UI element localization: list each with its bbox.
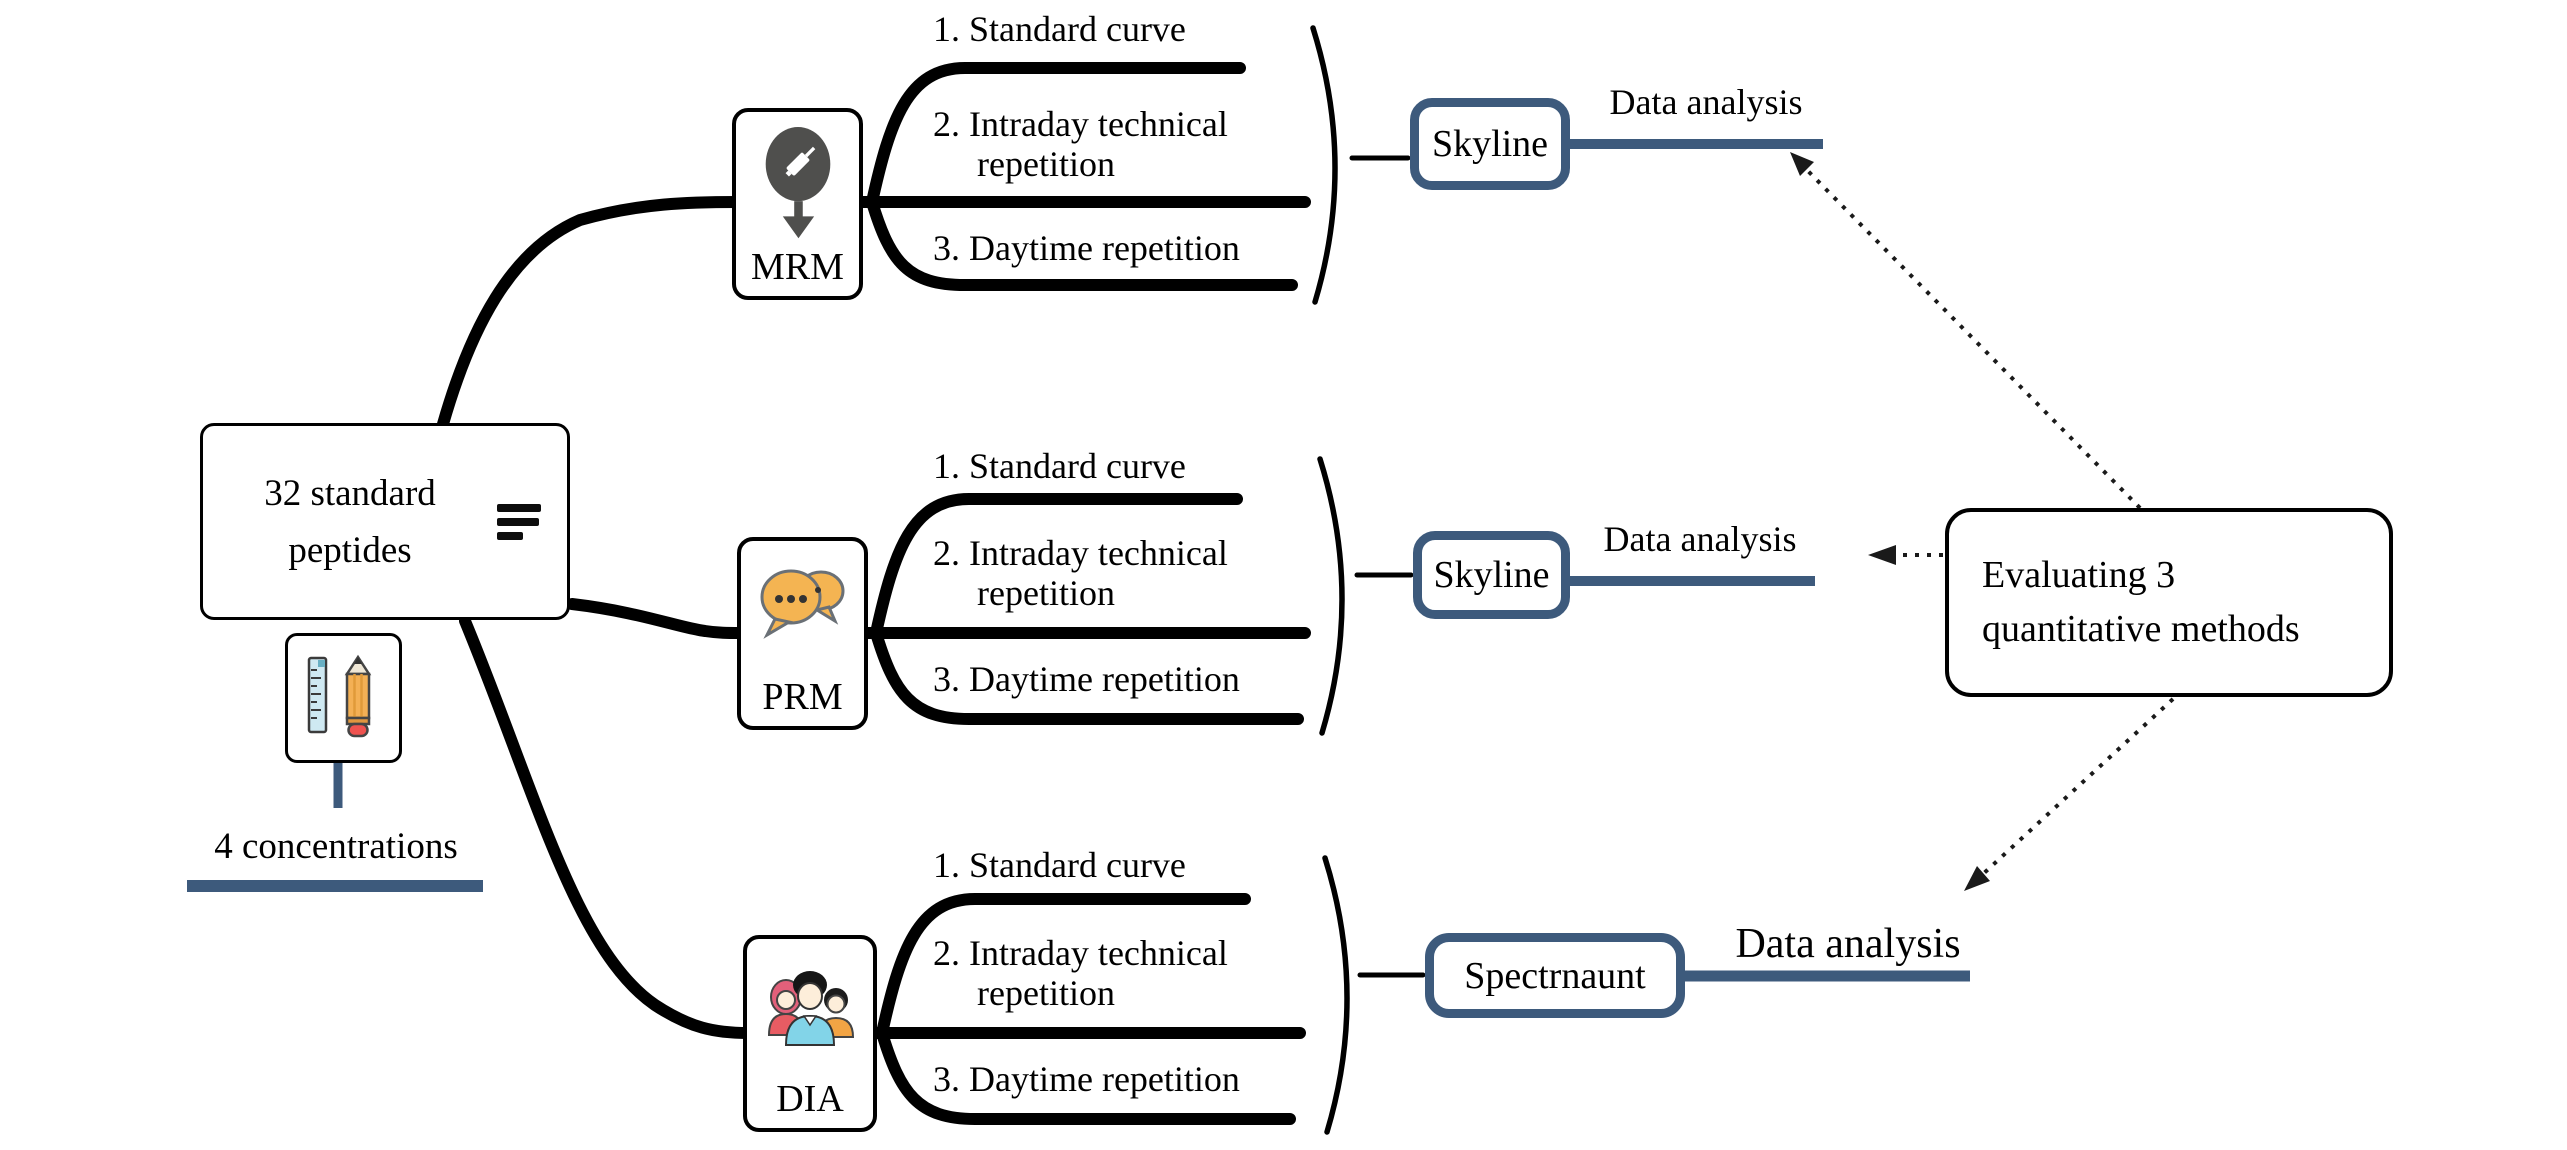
software-node-skyline-prm: Skyline bbox=[1413, 531, 1570, 619]
item-text: 1. Standard curve bbox=[933, 9, 1186, 49]
item-text: 1. Standard curve bbox=[933, 845, 1186, 885]
method-node-prm: PRM bbox=[737, 537, 868, 730]
brace-prm bbox=[1317, 456, 1345, 736]
root-node-label: 32 standard peptides bbox=[203, 465, 497, 579]
list-icon-bar bbox=[497, 503, 541, 512]
root-node-line2: peptides bbox=[288, 529, 412, 571]
branch-curve-mrm bbox=[437, 196, 1311, 430]
list-icon bbox=[497, 503, 541, 540]
list-item: 1. Standard curve bbox=[933, 845, 1186, 885]
branch-fan-dia-down bbox=[876, 1027, 1296, 1125]
list-item: 3. Daytime repetition bbox=[933, 659, 1240, 699]
list-icon-bar bbox=[497, 531, 523, 540]
arrowhead-top bbox=[1790, 152, 1814, 176]
accent-underlines bbox=[187, 139, 1970, 982]
analysis-label-prm: Data analysis bbox=[1603, 519, 1797, 559]
list-item: 2. Intraday technical repetition bbox=[933, 533, 1228, 613]
dotted-arrow-to-mrm-analysis bbox=[1804, 167, 2142, 510]
pin-syringe-icon bbox=[765, 127, 830, 239]
item-text-line2: repetition bbox=[977, 144, 1115, 184]
list-item: 3. Daytime repetition bbox=[933, 228, 1240, 268]
concentrations-label: 4 concentrations bbox=[214, 826, 458, 867]
item-text-line2: repetition bbox=[977, 973, 1115, 1013]
list-item: 2. Intraday technical repetition bbox=[933, 933, 1228, 1013]
item-text: 3. Daytime repetition bbox=[933, 659, 1240, 699]
item-text: 3. Daytime repetition bbox=[933, 228, 1240, 268]
dotted-arrow-to-dia-analysis bbox=[1981, 697, 2175, 876]
software-node-skyline-mrm: Skyline bbox=[1410, 98, 1570, 190]
method-node-mrm: MRM bbox=[732, 108, 863, 300]
software-node-spectrnaunt: Spectrnaunt bbox=[1425, 933, 1685, 1018]
software-label: Skyline bbox=[1433, 554, 1550, 596]
list-item: 2. Intraday technical repetition bbox=[933, 104, 1228, 184]
root-node-line1: 32 standard bbox=[264, 472, 436, 514]
method-label: PRM bbox=[762, 676, 843, 718]
list-item: 1. Standard curve bbox=[933, 9, 1186, 49]
software-label: Skyline bbox=[1431, 123, 1549, 165]
software-label: Spectrnaunt bbox=[1464, 954, 1646, 997]
dotted-evaluation-arrows bbox=[1804, 167, 2175, 876]
chat-bubbles-icon bbox=[760, 569, 844, 639]
method-label: MRM bbox=[751, 246, 844, 288]
arrowhead-middle bbox=[1868, 545, 1896, 565]
method-label: DIA bbox=[776, 1078, 844, 1120]
ruler-pencil-icon bbox=[307, 654, 371, 738]
concentrations-note-box bbox=[285, 633, 402, 763]
analysis-label-mrm: Data analysis bbox=[1609, 82, 1803, 122]
group-braces bbox=[1310, 25, 1426, 1135]
tree-branch-lines bbox=[437, 62, 1311, 1125]
root-node-32-standard-peptides: 32 standard peptides bbox=[200, 423, 570, 620]
arrowhead-bottom bbox=[1964, 866, 1990, 891]
list-item: 1. Standard curve bbox=[933, 446, 1186, 486]
evaluation-line1: Evaluating 3 bbox=[1982, 553, 2176, 596]
branch-fan-dia-up bbox=[876, 893, 1251, 1039]
branch-fan-mrm-down bbox=[866, 196, 1298, 291]
branch-fan-prm-up bbox=[870, 493, 1243, 639]
item-text: 3. Daytime repetition bbox=[933, 1059, 1240, 1099]
item-text-line2: repetition bbox=[977, 573, 1115, 613]
brace-mrm bbox=[1310, 25, 1338, 305]
method-node-dia: DIA bbox=[743, 935, 877, 1132]
brace-dia bbox=[1322, 855, 1350, 1135]
branch-curve-prm bbox=[566, 598, 1311, 639]
evaluation-line2: quantitative methods bbox=[1982, 607, 2300, 650]
list-icon-bar bbox=[497, 517, 539, 526]
people-group-icon bbox=[767, 971, 855, 1046]
evaluation-node: Evaluating 3 quantitative methods bbox=[1945, 508, 2393, 697]
list-item: 3. Daytime repetition bbox=[933, 1059, 1240, 1099]
branch-curve-dia bbox=[459, 615, 1306, 1039]
item-text: 1. Standard curve bbox=[933, 446, 1186, 486]
branch-fan-prm-down bbox=[870, 627, 1304, 725]
analysis-label-dia: Data analysis bbox=[1735, 921, 1961, 967]
item-text: 2. Intraday technical bbox=[933, 533, 1228, 573]
arrowheads bbox=[1790, 152, 1990, 891]
item-text: 2. Intraday technical bbox=[933, 933, 1228, 973]
branch-fan-mrm-up bbox=[866, 62, 1246, 208]
item-text: 2. Intraday technical bbox=[933, 104, 1228, 144]
